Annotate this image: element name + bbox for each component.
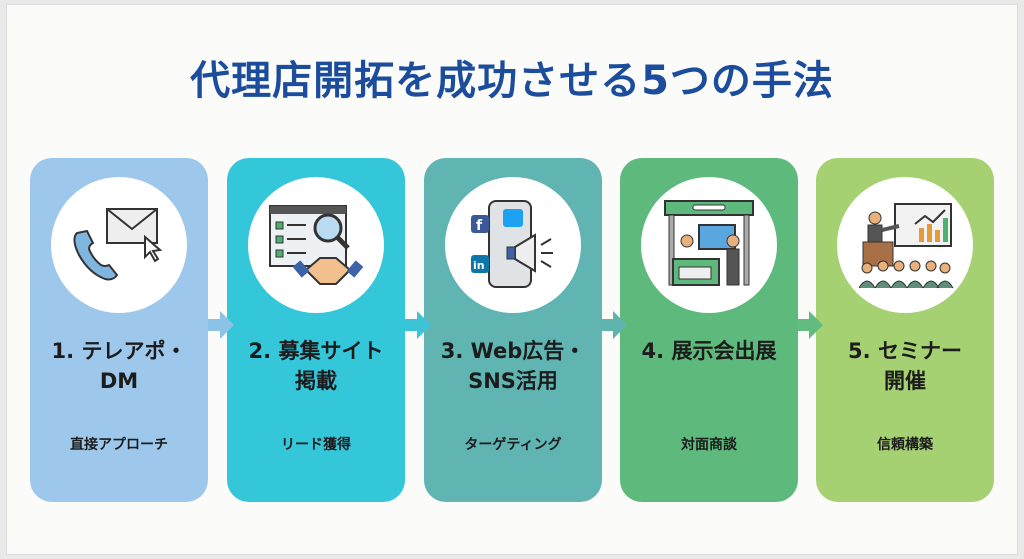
exhibition-booth-icon — [664, 200, 754, 286]
icon-circle — [837, 177, 973, 313]
step-card-3: f in 3. Web広告・ SNS活用 ターゲティング — [424, 158, 602, 502]
step-title: 5. セミナー 開催 — [848, 339, 962, 393]
social-megaphone-icon: f in — [471, 200, 553, 288]
step-title: 4. 展示会出展 — [641, 339, 777, 363]
seminar-icon — [858, 203, 954, 289]
icon-circle — [248, 177, 384, 313]
step-subtitle: 対面商談 — [681, 437, 737, 453]
arrow-right-icon — [405, 311, 431, 339]
svg-text:f: f — [476, 218, 483, 234]
step-card-1: 1. テレアポ・ DM 直接アプローチ — [30, 158, 208, 502]
svg-text:in: in — [473, 259, 485, 272]
step-title: 1. テレアポ・ DM — [51, 339, 187, 393]
arrow-right-icon — [797, 311, 823, 339]
step-title: 3. Web広告・ SNS活用 — [440, 339, 586, 393]
icon-circle — [51, 177, 187, 313]
phone-mail-icon — [73, 208, 163, 281]
step-subtitle: 信頼構築 — [877, 437, 933, 453]
icon-circle: f in — [445, 177, 581, 313]
step-card-5: 5. セミナー 開催 信頼構築 — [816, 158, 994, 502]
website-handshake-icon — [269, 205, 364, 285]
arrow-right-icon — [601, 311, 627, 339]
step-card-4: 4. 展示会出展 対面商談 — [620, 158, 798, 502]
arrow-right-icon — [208, 311, 234, 339]
page-title: 代理店開拓を成功させる5つの手法 — [190, 58, 834, 104]
step-card-2: 2. 募集サイト 掲載 リード獲得 — [227, 158, 405, 502]
icon-circle — [641, 177, 777, 313]
step-subtitle: リード獲得 — [281, 437, 351, 453]
step-subtitle: 直接アプローチ — [70, 437, 168, 453]
step-title: 2. 募集サイト 掲載 — [248, 339, 384, 393]
step-subtitle: ターゲティング — [464, 437, 562, 453]
